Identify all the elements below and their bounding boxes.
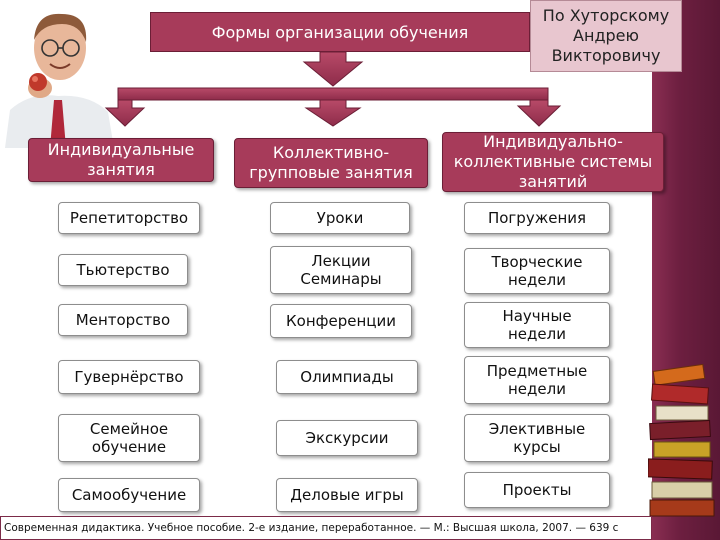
- column-header-collective-group: Коллективно-групповые занятия: [234, 138, 428, 188]
- list-item-mentoring: Менторство: [58, 304, 188, 336]
- item-text: Научные: [502, 307, 572, 325]
- item-text: Конференции: [286, 312, 396, 330]
- item-text: Элективные: [488, 420, 586, 438]
- item-text: Семейное: [89, 420, 169, 438]
- arrow-left-down: [104, 99, 146, 127]
- arrow-center-down: [302, 51, 364, 87]
- connector-bar: [117, 87, 549, 101]
- item-text: Самообучение: [71, 486, 187, 504]
- diagram-title: Формы организации обучения: [150, 12, 530, 52]
- author-line-2: Андрею: [573, 26, 639, 45]
- header-line: Индивидуально-: [483, 132, 623, 151]
- header-line: занятий: [518, 172, 588, 191]
- item-text: Лекции: [311, 252, 371, 270]
- item-text: Экскурсии: [305, 429, 389, 447]
- list-item-tutoring: Репетиторство: [58, 202, 200, 234]
- author-line-3: Викторовичу: [551, 46, 661, 65]
- header-line: групповые занятия: [249, 163, 413, 182]
- item-text: Деловые игры: [290, 486, 404, 504]
- header-line: Индивидуальные: [47, 140, 195, 159]
- teacher-photo: [0, 0, 118, 148]
- citation-text: Современная дидактика. Учебное пособие. …: [4, 522, 619, 534]
- item-text: Творческие: [491, 253, 583, 271]
- item-text: обучение: [91, 438, 167, 456]
- header-line: коллективные системы: [453, 152, 653, 171]
- item-text: Предметные: [486, 362, 588, 380]
- list-item-conferences: Конференции: [270, 304, 412, 338]
- item-text: Погружения: [487, 209, 587, 227]
- item-text: Уроки: [316, 209, 364, 227]
- list-item-olympiads: Олимпиады: [276, 360, 418, 394]
- list-item-lessons: Уроки: [270, 202, 410, 234]
- item-text: курсы: [513, 438, 561, 456]
- source-citation: Современная дидактика. Учебное пособие. …: [0, 516, 652, 540]
- header-line: Коллективно-: [272, 143, 390, 162]
- arrow-middle-down: [304, 99, 362, 127]
- item-text: недели: [508, 380, 566, 398]
- item-text: Семинары: [300, 270, 382, 288]
- header-line: занятия: [87, 160, 155, 179]
- list-item-self-education: Самообучение: [58, 478, 200, 512]
- list-item-governess: Гувернёрство: [58, 360, 200, 394]
- list-item-business-games: Деловые игры: [276, 478, 418, 512]
- book-stack-image: [647, 360, 720, 520]
- item-text: Менторство: [75, 311, 171, 329]
- item-text: Олимпиады: [300, 368, 394, 386]
- item-text: Репетиторство: [69, 209, 189, 227]
- list-item-projects: Проекты: [464, 472, 610, 508]
- list-item-excursions: Экскурсии: [276, 420, 418, 456]
- item-text: недели: [508, 271, 566, 289]
- arrow-right-down: [516, 99, 562, 127]
- author-line-1: По Хуторскому: [542, 6, 670, 25]
- item-text: Проекты: [502, 481, 572, 499]
- item-text: Гувернёрство: [74, 368, 184, 386]
- list-item-immersions: Погружения: [464, 202, 610, 234]
- item-text: недели: [508, 325, 566, 343]
- item-text: Тьютерство: [76, 261, 170, 279]
- list-item-tutorship: Тьютерство: [58, 254, 188, 286]
- author-note: По Хуторскому Андрею Викторовичу: [530, 0, 682, 72]
